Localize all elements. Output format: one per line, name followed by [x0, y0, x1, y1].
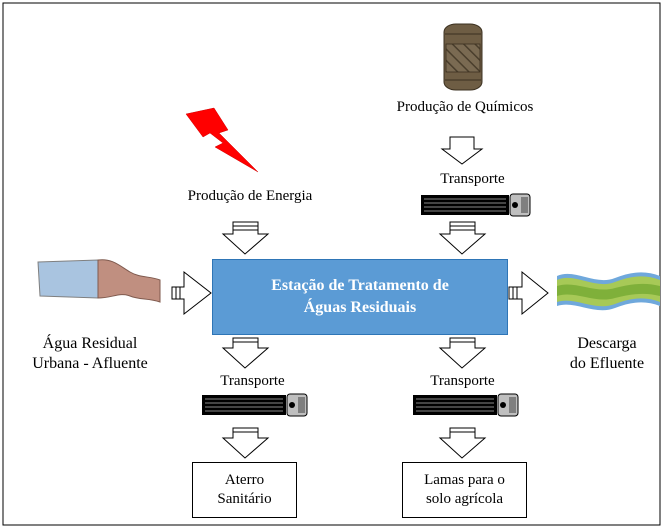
arrow-down-landfill [221, 427, 270, 459]
landfill-box: Aterro Sanitário [192, 462, 297, 518]
effluent-label: Descarga do Efluente [553, 334, 661, 374]
landfill-line1: Aterro [224, 472, 265, 488]
influent-line1: Água Residual [42, 335, 138, 352]
transport-right-label: Transporte [430, 373, 495, 389]
arrow-down-transport-in [438, 221, 487, 255]
arrow-right-influent [171, 270, 212, 316]
truck-icon [202, 393, 308, 417]
influent-line2: Urbana - Afluente [32, 355, 148, 372]
arrow-down-energy [221, 221, 270, 255]
center-title-line1: Estação de Tratamento de [271, 277, 449, 294]
treatment-plant-box: Estação de Tratamento de Águas Residuais [212, 259, 508, 335]
arrow-down-out-right [438, 337, 487, 369]
sludge-line1: Lamas para o [424, 472, 505, 488]
river-icon [557, 272, 660, 311]
truck-icon [421, 193, 531, 217]
truck-icon [413, 393, 519, 417]
transport-left-label: Transporte [220, 373, 285, 389]
chemical-drum-icon [443, 23, 483, 91]
effluent-line2: do Efluente [569, 355, 645, 372]
arrow-down-out-left [221, 337, 270, 369]
sludge-line2: solo agrícola [425, 491, 504, 507]
center-title-line2: Águas Residuais [303, 299, 417, 316]
energy-label: Produção de Energia [187, 188, 313, 204]
arrow-down-chemicals [440, 136, 484, 165]
arrow-down-sludge [438, 427, 487, 459]
chemicals-label: Produção de Químicos [396, 99, 534, 115]
arrow-right-effluent [508, 270, 549, 316]
transport-top-label: Transporte [440, 171, 505, 187]
influent-label: Água Residual Urbana - Afluente [4, 334, 176, 374]
landfill-line2: Sanitário [217, 491, 272, 507]
sludge-box: Lamas para o solo agrícola [402, 462, 527, 518]
lightning-icon [185, 107, 259, 173]
effluent-line1: Descarga [577, 335, 637, 352]
pipe-influent-icon [37, 259, 161, 303]
